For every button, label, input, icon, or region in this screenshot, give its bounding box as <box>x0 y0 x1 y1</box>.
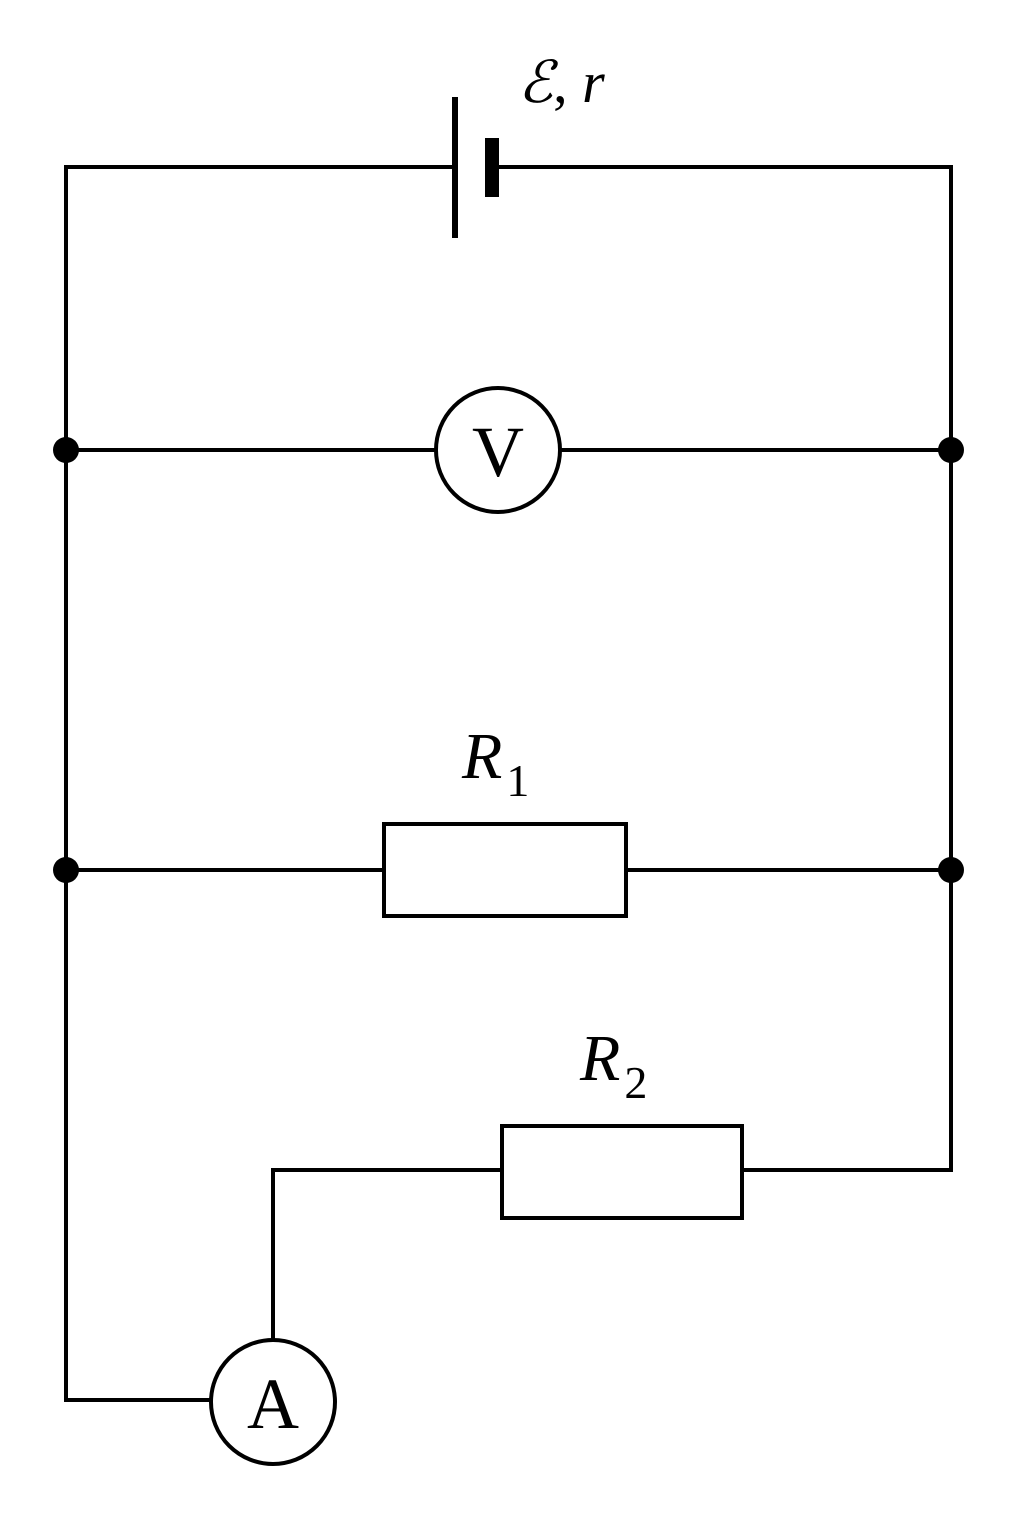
battery-separator: , <box>553 50 582 115</box>
wire-left-to-ammeter <box>64 868 214 1402</box>
ammeter-circle <box>209 1338 337 1466</box>
voltmeter-circle <box>434 386 562 514</box>
r1-subscript: 1 <box>506 755 529 806</box>
r1-symbol: R <box>461 720 502 793</box>
wire-top-left <box>64 165 457 452</box>
junction-dot-right-upper <box>938 437 964 463</box>
battery-label: ℰ, r <box>518 50 605 115</box>
voltmeter-label: V <box>472 412 524 492</box>
wire-top-right <box>490 165 953 452</box>
junction-dot-right-lower <box>938 857 964 883</box>
resistor-r2-label: R2 <box>579 1022 647 1108</box>
r2-subscript: 2 <box>624 1057 647 1108</box>
internal-resistance-symbol: r <box>582 50 605 115</box>
resistor-r1 <box>382 822 628 918</box>
r2-symbol: R <box>579 1022 620 1095</box>
ammeter: A <box>209 1338 337 1466</box>
resistor-r1-label: R1 <box>461 720 529 806</box>
battery <box>452 97 499 238</box>
voltmeter: V <box>434 386 562 514</box>
junction-dot-left-upper <box>53 437 79 463</box>
emf-symbol: ℰ <box>518 50 559 115</box>
junction-dot-left-lower <box>53 857 79 883</box>
wire-ammeter-to-r2 <box>271 1168 504 1342</box>
resistor-r2 <box>500 1124 744 1220</box>
ammeter-label: A <box>247 1364 299 1444</box>
wire-r2-to-right <box>740 868 953 1172</box>
